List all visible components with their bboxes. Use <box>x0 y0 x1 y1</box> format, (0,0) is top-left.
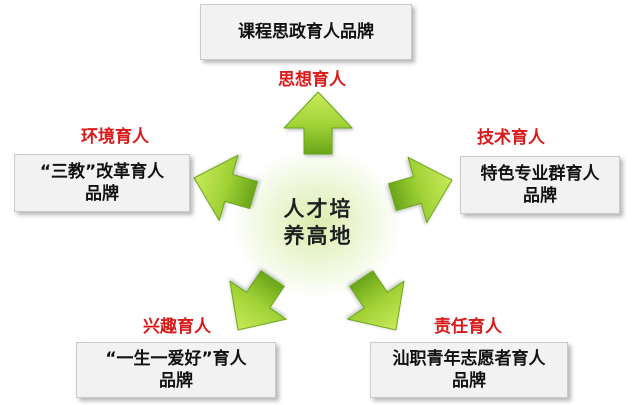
label-interest-education: 兴趣育人 <box>143 317 211 337</box>
label-responsibility-education: 责任育人 <box>434 317 502 337</box>
arrow-right-icon <box>388 156 453 224</box>
box-youth-volunteer-line-2: 品牌 <box>452 371 486 391</box>
box-one-life-one-hobby-line-1: “一生一爱好”育人 <box>105 349 247 369</box>
box-specialty-group: 特色专业群育人 品牌 <box>460 156 620 214</box>
box-three-teaching-reform: “三教”改革育人 品牌 <box>14 154 190 212</box>
box-youth-volunteer-line-1: 汕职青年志愿者育人 <box>392 349 546 369</box>
box-one-life-one-hobby: “一生一爱好”育人 品牌 <box>76 342 276 398</box>
box-course-ideology: 课程思政育人品牌 <box>200 4 412 60</box>
arrow-left-icon <box>193 154 258 222</box>
center-title-line-2: 养高地 <box>283 224 353 248</box>
box-youth-volunteer: 汕职青年志愿者育人 品牌 <box>370 342 568 398</box>
box-three-teaching-reform-line-2: 品牌 <box>84 184 119 204</box>
arrow-up-icon <box>283 91 353 155</box>
label-environment-education: 环境育人 <box>81 127 149 147</box>
box-specialty-group-line-1: 特色专业群育人 <box>480 164 600 184</box>
box-specialty-group-line-2: 品牌 <box>523 186 557 206</box>
arrow-down-right-icon <box>347 270 405 331</box>
label-ideology-education: 思想育人 <box>278 70 346 90</box>
label-technology-education: 技术育人 <box>477 128 545 148</box>
center-title-line-1: 人才培 <box>283 197 353 221</box>
box-course-ideology-line-1: 课程思政育人品牌 <box>238 22 374 42</box>
arrow-down-left-icon <box>229 270 287 331</box>
box-one-life-one-hobby-line-2: 品牌 <box>158 371 193 391</box>
center-title: 人才培 养高地 <box>266 196 370 250</box>
box-three-teaching-reform-line-1: “三教”改革育人 <box>39 162 165 182</box>
